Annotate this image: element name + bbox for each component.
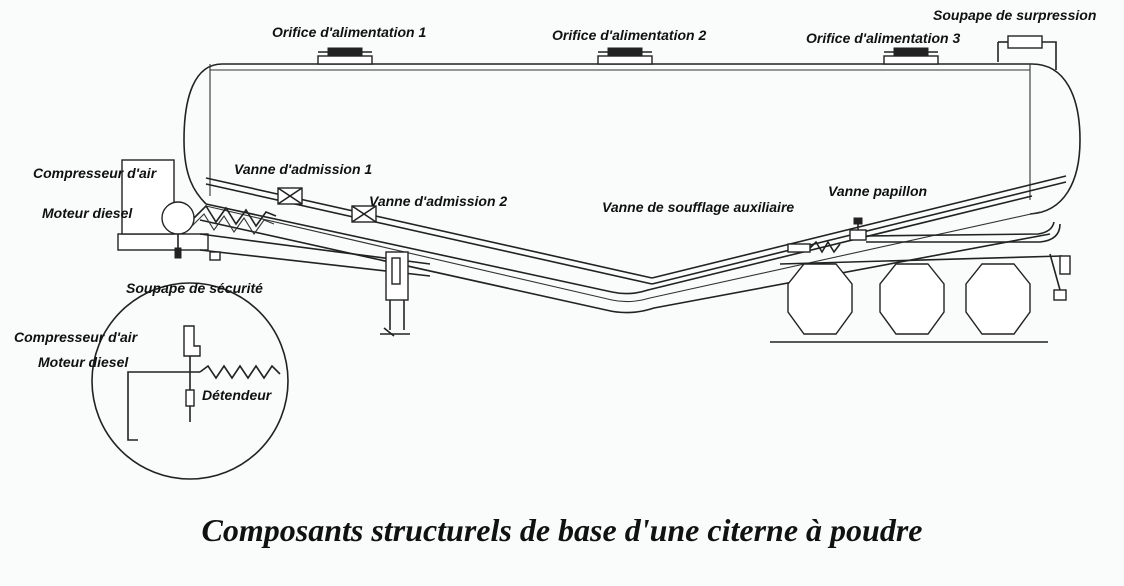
feed-port-1-hatch <box>317 47 373 65</box>
feed-port-2-label: Orifice d'alimentation 2 <box>552 27 706 43</box>
butterfly-valve-label: Vanne papillon <box>828 183 927 199</box>
feed-port-3-label: Orifice d'alimentation 3 <box>806 30 960 46</box>
intake-valve-1-part <box>277 187 303 205</box>
front-platform <box>117 233 431 277</box>
main-air-pipe <box>205 175 1067 285</box>
detail-air-compressor-label: Compresseur d'air <box>14 329 139 345</box>
relief-valve-part <box>997 35 1057 70</box>
pressure-regulator-label: Détendeur <box>202 387 273 403</box>
diesel-engine-label: Moteur diesel <box>42 205 133 221</box>
wheel-2 <box>879 263 945 335</box>
figure-caption: Composants structurels de base d'une cit… <box>201 512 923 548</box>
safety-valve-label: Soupape de sécurité <box>126 280 263 296</box>
relief-valve-label: Soupape de surpression <box>933 7 1096 23</box>
detail-magnifier <box>91 282 289 480</box>
wheel-1 <box>787 263 853 335</box>
aux-blow-valve-part <box>787 240 841 254</box>
air-compressor-label: Compresseur d'air <box>33 165 158 181</box>
wheel-3 <box>965 263 1031 335</box>
feed-port-3-hatch <box>883 47 939 65</box>
diesel-engine-part <box>161 201 195 259</box>
butterfly-valve-part <box>849 217 1061 243</box>
intake-valve-2-part <box>351 205 377 223</box>
tank-body <box>183 63 1081 215</box>
feed-port-2-hatch <box>597 47 653 65</box>
feed-port-1-label: Orifice d'alimentation 1 <box>272 24 426 40</box>
hopper-bottom <box>199 195 1051 314</box>
detail-diesel-engine-label: Moteur diesel <box>38 354 129 370</box>
flex-hose-front <box>191 204 277 235</box>
aux-blow-valve-label: Vanne de soufflage auxiliaire <box>602 199 794 215</box>
intake-valve-1-label: Vanne d'admission 1 <box>234 161 372 177</box>
intake-valve-2-label: Vanne d'admission 2 <box>369 193 507 209</box>
landing-gear <box>380 251 410 337</box>
rear-frame <box>770 253 1071 343</box>
